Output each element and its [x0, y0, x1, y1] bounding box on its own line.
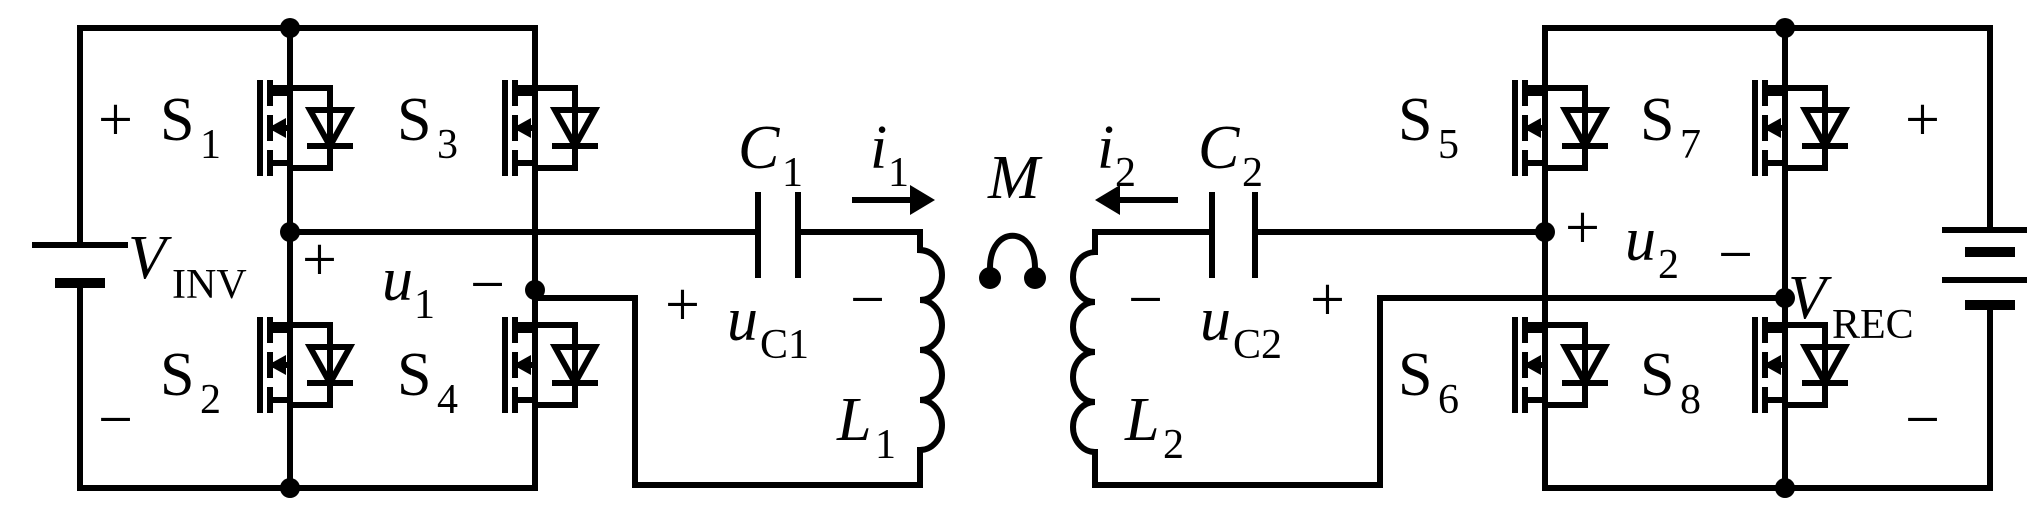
- switch-s7: [1755, 58, 1845, 198]
- c2-label: C: [1198, 114, 1240, 182]
- inverter-bridge: [32, 18, 595, 498]
- s2-label: S: [160, 341, 194, 409]
- switch-s3: [505, 58, 595, 198]
- polarity-dot: [1024, 267, 1046, 289]
- u2-subscript: 2: [1658, 242, 1679, 288]
- switch-s2: [260, 295, 350, 435]
- vinv-label: V: [128, 224, 172, 292]
- junction-dot: [1535, 222, 1555, 242]
- polarity-dot: [979, 267, 1001, 289]
- uc2-subscript: C2: [1233, 322, 1282, 368]
- switch-s5: [1515, 58, 1605, 198]
- junction-dot: [1775, 18, 1795, 38]
- l1-label: L: [836, 386, 871, 454]
- s5-label: S: [1398, 86, 1432, 154]
- resonant-tank: [287, 185, 1788, 488]
- l1-subscript: 1: [875, 422, 896, 468]
- vrec-plus-sign: +: [1905, 86, 1940, 154]
- s3-subscript: 3: [437, 122, 458, 168]
- inductor-l2: [1070, 248, 1788, 488]
- vinv-plus-sign: +: [98, 86, 133, 154]
- s4-subscript: 4: [437, 377, 458, 423]
- i2-label: i: [1097, 114, 1114, 182]
- u2-plus-sign: +: [1565, 194, 1600, 262]
- l2-label: L: [1124, 386, 1159, 454]
- junction-dot: [280, 18, 300, 38]
- uc1-minus-sign: −: [850, 266, 885, 334]
- s3-label: S: [397, 86, 431, 154]
- s8-subscript: 8: [1680, 377, 1701, 423]
- vinv-subscript: INV: [172, 262, 247, 308]
- junction-dot: [1775, 478, 1795, 498]
- i1-label: i: [870, 114, 887, 182]
- switch-s4: [505, 295, 595, 435]
- u1-subscript: 1: [414, 282, 435, 328]
- u1-label: u: [382, 246, 413, 314]
- uc2-plus-sign: +: [1310, 266, 1345, 334]
- uc2-minus-sign: −: [1128, 266, 1163, 334]
- capacitor-c1: [755, 192, 801, 278]
- uc1-plus-sign: +: [665, 271, 700, 339]
- c1-subscript: 1: [782, 150, 803, 196]
- switch-s1: [260, 58, 350, 198]
- s1-subscript: 1: [200, 122, 221, 168]
- switch-s6: [1515, 295, 1605, 435]
- junction-dot: [280, 478, 300, 498]
- uc2-label: u: [1200, 286, 1231, 354]
- u2-label: u: [1625, 206, 1656, 274]
- mutual-coupling-arc: [986, 232, 1039, 272]
- u1-plus-sign: +: [302, 226, 337, 294]
- i2-subscript: 2: [1115, 150, 1136, 196]
- s6-label: S: [1398, 341, 1432, 409]
- s7-label: S: [1640, 86, 1674, 154]
- rectifier-bridge: [1515, 18, 2027, 498]
- uc1-label: u: [727, 286, 758, 354]
- s6-subscript: 6: [1438, 377, 1459, 423]
- u2-minus-sign: −: [1718, 221, 1753, 289]
- c2-subscript: 2: [1242, 150, 1263, 196]
- inductor-l1: [532, 246, 945, 488]
- mutual-label: M: [987, 144, 1043, 212]
- capacitor-c2: [1209, 192, 1258, 278]
- u1-minus-sign: −: [470, 251, 505, 319]
- s2-subscript: 2: [200, 377, 221, 423]
- junction-dot: [1775, 288, 1795, 308]
- vrec-label: V: [1788, 264, 1832, 332]
- s5-subscript: 5: [1438, 122, 1459, 168]
- s8-label: S: [1640, 341, 1674, 409]
- vinv-minus-sign: −: [98, 386, 133, 454]
- s7-subscript: 7: [1680, 122, 1701, 168]
- l2-subscript: 2: [1163, 422, 1184, 468]
- vrec-minus-sign: −: [1905, 386, 1940, 454]
- s1-label: S: [160, 86, 194, 154]
- vrec-subscript: REC: [1832, 302, 1914, 348]
- s4-label: S: [397, 341, 431, 409]
- c1-label: C: [738, 114, 780, 182]
- i1-subscript: 1: [888, 150, 909, 196]
- uc1-subscript: C1: [760, 322, 809, 368]
